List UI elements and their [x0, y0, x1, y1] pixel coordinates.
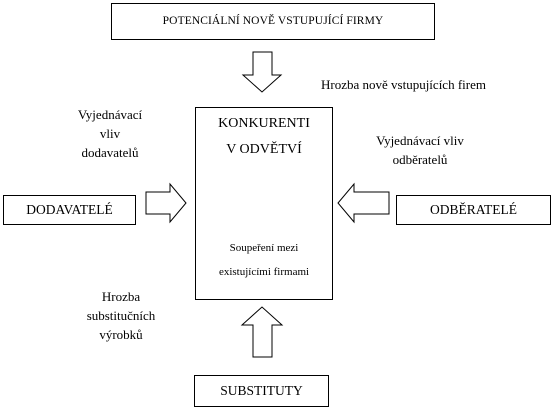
arrow-left-from-buyers — [337, 182, 390, 224]
threat-substitutes-label: Hrozba substitučních výrobků — [66, 287, 176, 344]
buyers-label: ODBĚRATELÉ — [430, 201, 517, 217]
suppliers-label: DODAVATELÉ — [26, 201, 113, 217]
competitors-box: KONKURENTI V ODVĚTVÍ Soupeření mezi exis… — [195, 107, 333, 300]
potential-entrants-label: POTENCIÁLNÍ NOVĚ VSTUPUJÍCÍ FIRMY — [162, 15, 384, 28]
threat-substitutes-line1: Hrozba — [101, 289, 141, 304]
competitors-title-line1: KONKURENTI — [218, 116, 310, 131]
supplier-power-line1: Vyjednávací — [77, 107, 143, 122]
rivalry-text-line2: existujícími firmami — [218, 266, 310, 278]
arrow-right-from-suppliers — [145, 182, 187, 224]
rivalry-text-line1: Soupeření mezi — [229, 242, 299, 254]
competitors-title-line2: V ODVĚTVÍ — [226, 142, 302, 157]
threat-entrants-label: Hrozba nově vstupujících firem — [321, 77, 486, 92]
supplier-power-label: Vyjednávací vliv dodavatelů — [60, 105, 160, 162]
suppliers-box: DODAVATELÉ — [3, 195, 136, 225]
supplier-power-line2: vliv — [99, 126, 121, 141]
buyer-power-line2: odběratelů — [392, 152, 448, 167]
substitutes-box: SUBSTITUTY — [194, 375, 329, 407]
buyer-power-label: Vyjednávací vliv odběratelů — [360, 131, 480, 169]
supplier-power-line3: dodavatelů — [81, 145, 139, 160]
potential-entrants-box: POTENCIÁLNÍ NOVĚ VSTUPUJÍCÍ FIRMY — [111, 3, 435, 40]
arrow-up-from-substitutes — [240, 306, 284, 358]
buyer-power-line1: Vyjednávací vliv — [376, 133, 464, 148]
threat-substitutes-line3: výrobků — [99, 327, 143, 342]
buyers-box: ODBĚRATELÉ — [396, 195, 551, 225]
arrow-down-from-entrants — [241, 51, 283, 93]
threat-substitutes-line2: substitučních — [86, 308, 156, 323]
substitutes-label: SUBSTITUTY — [220, 382, 303, 398]
